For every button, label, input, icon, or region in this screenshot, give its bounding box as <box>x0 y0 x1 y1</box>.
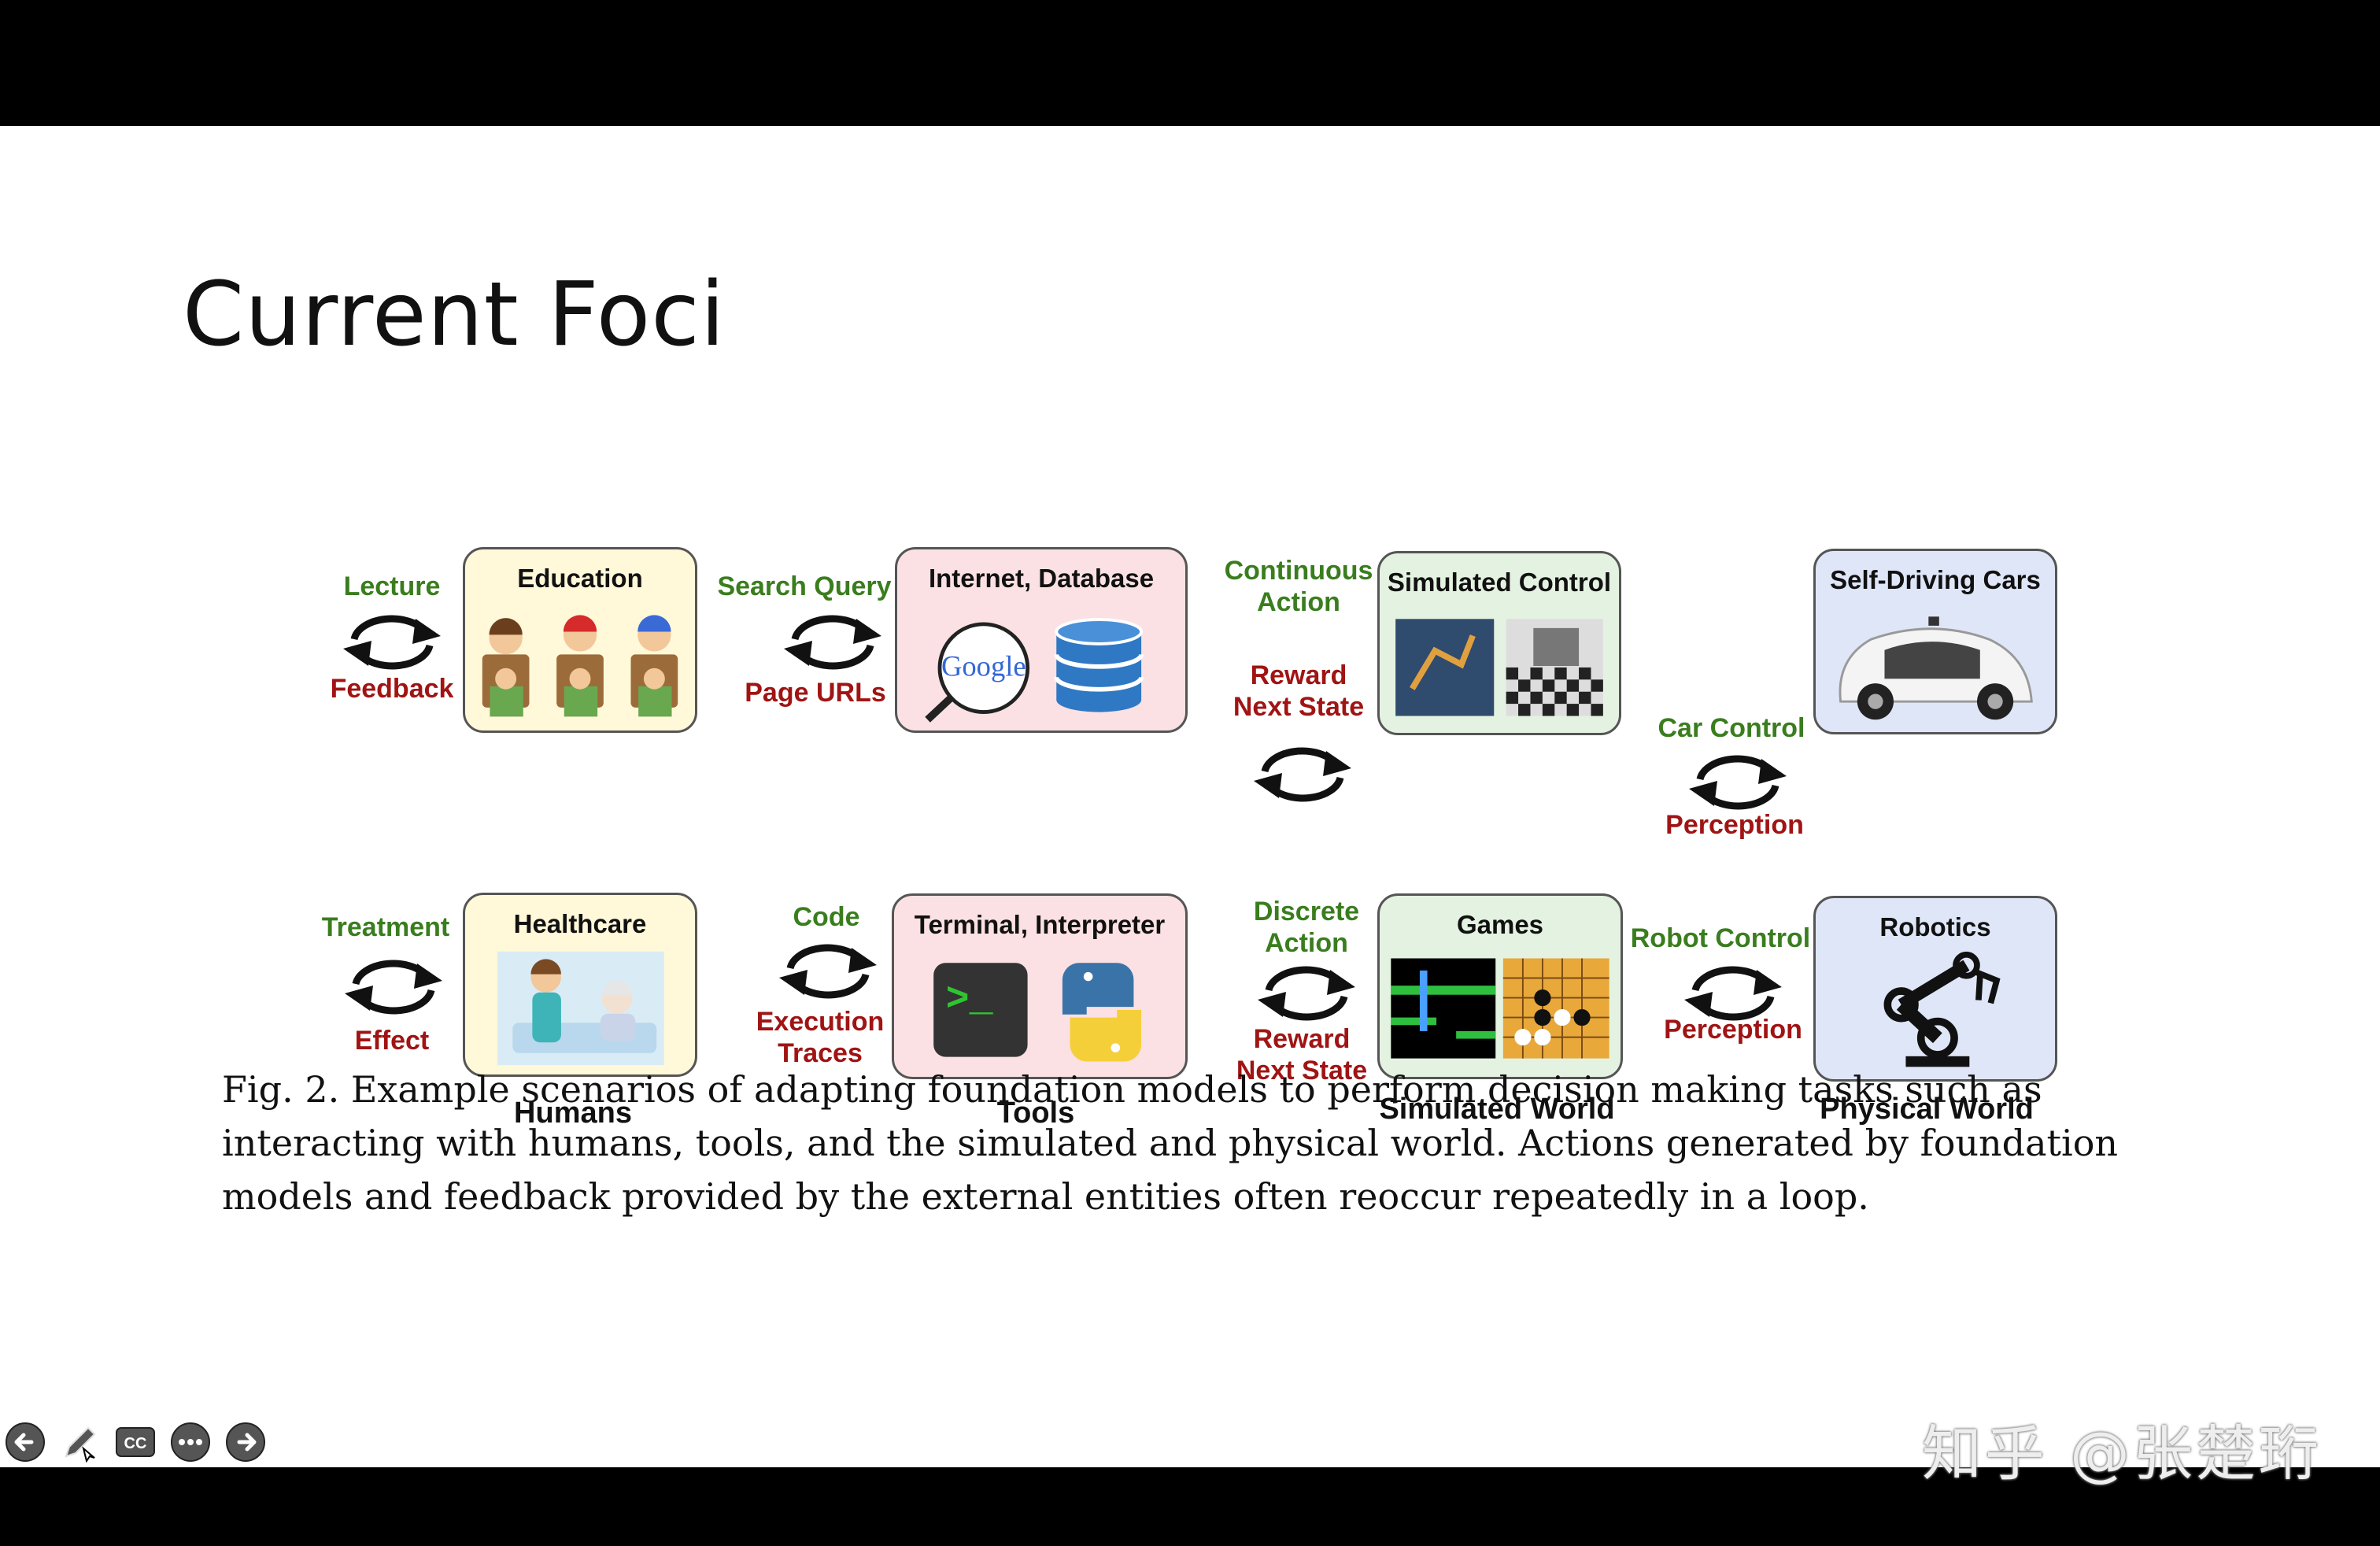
group-label-simulated-world: Simulated World <box>1379 1093 1615 1126</box>
loop-action-label: Discrete Action <box>1253 897 1360 958</box>
self-driving-cars-box: Self-Driving Cars <box>1813 549 2057 734</box>
games-illustration <box>1380 948 1621 1071</box>
watermark: 知乎 @张楚珩 <box>1921 1418 2322 1489</box>
pen-icon[interactable] <box>60 1422 101 1463</box>
loop-action-label: Robot Control <box>1630 923 1811 953</box>
svg-text:CC: CC <box>124 1435 147 1452</box>
box-title: Simulated Control <box>1387 568 1612 597</box>
loop-cycle-icon <box>778 608 888 675</box>
robot-arm-illustration <box>1816 950 2055 1073</box>
figure-caption: Fig. 2. Example scenarios of adapting fo… <box>222 1068 2119 1218</box>
closed-captions-icon[interactable]: CC <box>115 1422 156 1463</box>
arrow-right-icon[interactable] <box>225 1422 266 1463</box>
terminal-and-python-illustration: >_ <box>894 948 1185 1071</box>
box-title: Self-Driving Cars <box>1830 565 2041 594</box>
arrow-left-icon[interactable] <box>5 1422 46 1463</box>
loop-cycle-icon <box>337 608 447 675</box>
loop-action-label: Lecture <box>343 571 441 601</box>
loop-cycle-icon <box>1251 959 1362 1026</box>
box-title: Robotics <box>1879 912 1991 941</box>
loop-feedback-label: Reward Next State <box>1236 1024 1368 1086</box>
loop-feedback-label: Feedback <box>330 674 454 704</box>
games-box: Games <box>1377 893 1623 1079</box>
slide: Current Foci Lecture Feedback Search Que… <box>0 126 2380 1467</box>
more-icon[interactable] <box>170 1422 211 1463</box>
player-controls: CC <box>0 1417 315 1467</box>
box-title: Games <box>1456 910 1544 939</box>
box-title: Education <box>517 564 643 593</box>
education-box: Education <box>463 547 697 733</box>
box-title: Healthcare <box>513 909 647 938</box>
loop-cycle-icon <box>338 952 449 1020</box>
loop-action-label: Search Query <box>717 571 892 601</box>
search-and-database-illustration: Google <box>897 601 1185 724</box>
box-title: Terminal, Interpreter <box>914 910 1166 939</box>
group-label-physical-world: Physical World <box>1820 1093 2034 1126</box>
loop-feedback-label: Page URLs <box>745 678 886 708</box>
loop-feedback-label: Reward Next State <box>1232 660 1365 722</box>
loop-feedback-label: Effect <box>354 1026 430 1056</box>
healthcare-illustration <box>465 947 695 1068</box>
loop-feedback-label: Perception <box>1665 810 1804 840</box>
loop-feedback-label: Perception <box>1664 1015 1802 1045</box>
terminal-prompt-text: >_ <box>946 978 994 1023</box>
loop-cycle-icon <box>1247 740 1358 808</box>
loop-cycle-icon <box>773 937 883 1004</box>
box-title: Internet, Database <box>928 564 1155 593</box>
slide-title: Current Foci <box>183 264 726 366</box>
terminal-interpreter-box: Terminal, Interpreter >_ <box>892 893 1188 1079</box>
healthcare-box: Healthcare <box>463 893 697 1077</box>
group-label-tools: Tools <box>996 1097 1075 1130</box>
group-label-humans: Humans <box>514 1097 632 1130</box>
loop-feedback-label: Execution Traces <box>756 1007 885 1068</box>
self-driving-car-illustration <box>1816 603 2055 726</box>
simulated-control-box: Simulated Control <box>1377 551 1621 735</box>
loop-action-label: Code <box>793 902 860 932</box>
robotics-box: Robotics <box>1813 896 2057 1082</box>
loop-action-label: Continuous Action <box>1224 556 1373 617</box>
figure: Lecture Feedback Search Query Page URLs … <box>0 126 2380 1467</box>
loop-cycle-icon <box>1683 748 1793 816</box>
students-illustration <box>465 601 695 724</box>
loop-action-label: Car Control <box>1658 713 1805 743</box>
internet-database-box: Internet, Database Google <box>895 547 1188 733</box>
google-logo-text: Google <box>941 649 1026 682</box>
loop-action-label: Treatment <box>321 912 450 942</box>
simulated-control-illustration <box>1380 605 1619 727</box>
